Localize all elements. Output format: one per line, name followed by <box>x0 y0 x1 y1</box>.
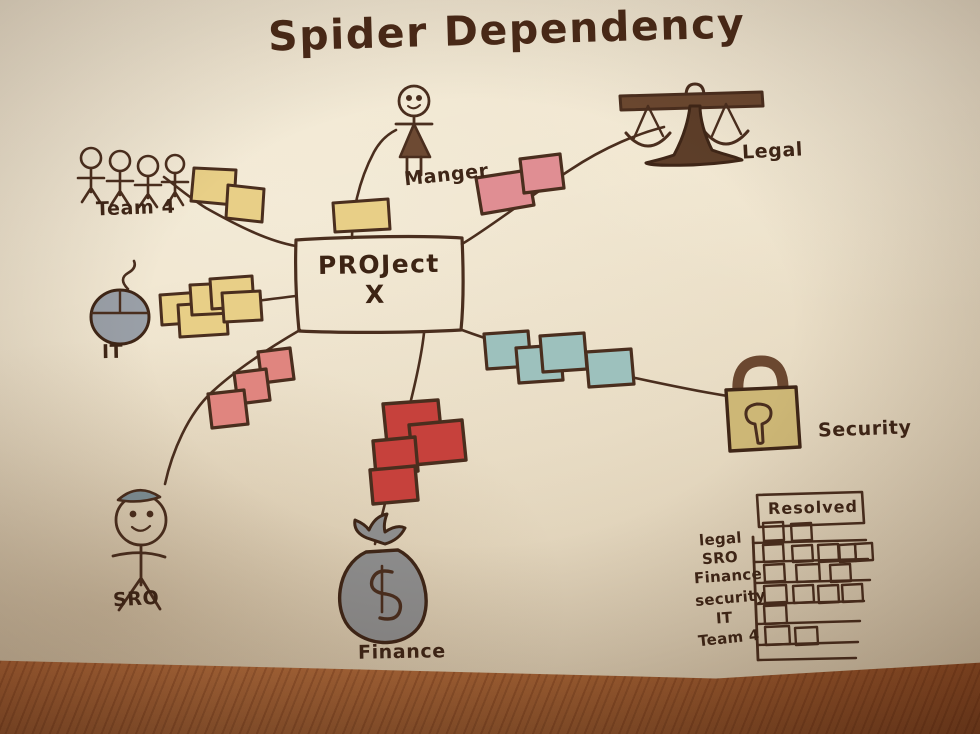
table-row-label-it: IT <box>715 608 734 628</box>
stick-figure-dress-icon <box>394 84 434 177</box>
padlock-icon <box>724 355 802 453</box>
token-pink <box>518 152 566 195</box>
scales-of-justice-icon <box>618 82 765 167</box>
node-label-team4: Team 4 <box>95 195 176 221</box>
computer-mouse-icon <box>89 259 151 346</box>
token-red <box>368 464 420 506</box>
token-yellow <box>224 183 266 224</box>
table-row-label-sro: SRO <box>701 547 739 569</box>
token-teal <box>584 347 636 389</box>
branch-line-legal <box>460 125 666 246</box>
branch-line-team4 <box>162 175 298 248</box>
node-label-finance: Finance <box>357 640 446 664</box>
tokens-team4 <box>189 166 266 224</box>
tokens-it <box>158 274 264 339</box>
token-teal <box>538 331 589 374</box>
node-label-security: Security <box>817 416 912 442</box>
token-yellow <box>220 289 264 324</box>
node-label-legal: Legal <box>741 138 804 164</box>
table-row-label-legal: legal <box>698 528 743 550</box>
center-label-line1: PROJect <box>317 248 440 281</box>
token-pink <box>474 168 536 216</box>
resolved-table-header: Resolved <box>767 496 859 519</box>
money-bag-icon <box>338 512 428 645</box>
node-label-sro: SRO <box>112 586 160 612</box>
token-red <box>206 388 250 430</box>
four-stick-figures-icon <box>76 146 190 209</box>
stick-figure-hat-icon <box>111 488 168 612</box>
center-label-line2: X <box>364 279 386 310</box>
resolved-table-drawing <box>751 490 875 662</box>
token-yellow <box>331 197 392 234</box>
node-label-it: IT <box>101 340 124 364</box>
